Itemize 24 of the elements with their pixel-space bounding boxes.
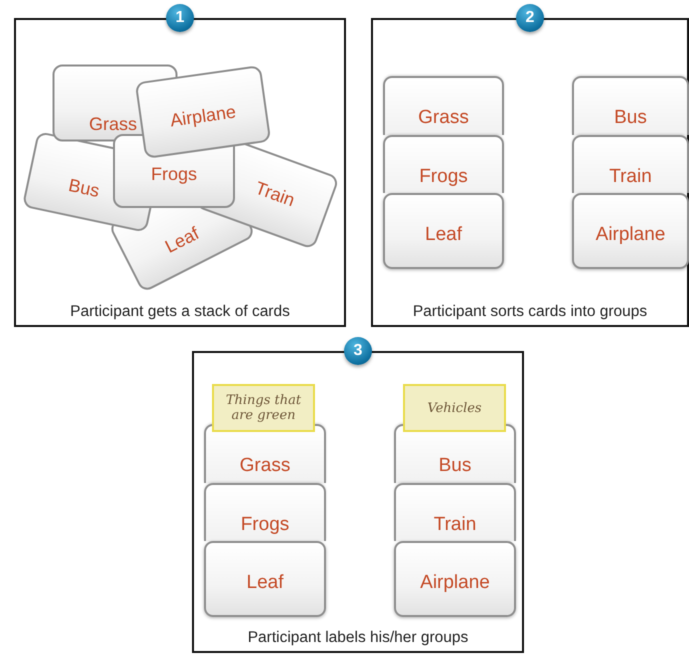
card-label: Train	[252, 178, 298, 210]
card: Airplane	[394, 541, 516, 617]
step-caption: Participant gets a stack of cards	[69, 303, 291, 321]
card: Bus	[572, 76, 689, 135]
step-number-badge: 1	[166, 4, 194, 32]
card-label: Grass	[89, 114, 137, 134]
step-caption: Participant sorts cards into groups	[412, 303, 648, 321]
card-label: Leaf	[162, 223, 202, 257]
card-label: Airplane	[168, 102, 238, 130]
step-number-badge: 2	[516, 4, 544, 32]
card: Train	[394, 483, 516, 541]
card: Grass	[383, 76, 504, 135]
card-label: Bus	[66, 175, 102, 201]
card: Train	[572, 135, 689, 193]
card-label: Frogs	[151, 164, 197, 184]
step-number-badge: 3	[344, 337, 372, 365]
card: Frogs	[383, 135, 504, 193]
card: Frogs	[204, 483, 326, 541]
sticky-note: Vehicles	[403, 384, 506, 432]
sticky-note: Things that are green	[212, 384, 315, 432]
card: Leaf	[204, 541, 326, 617]
step-caption: Participant labels his/her groups	[246, 629, 470, 647]
card: Leaf	[383, 193, 504, 269]
card: Airplane	[572, 193, 689, 269]
